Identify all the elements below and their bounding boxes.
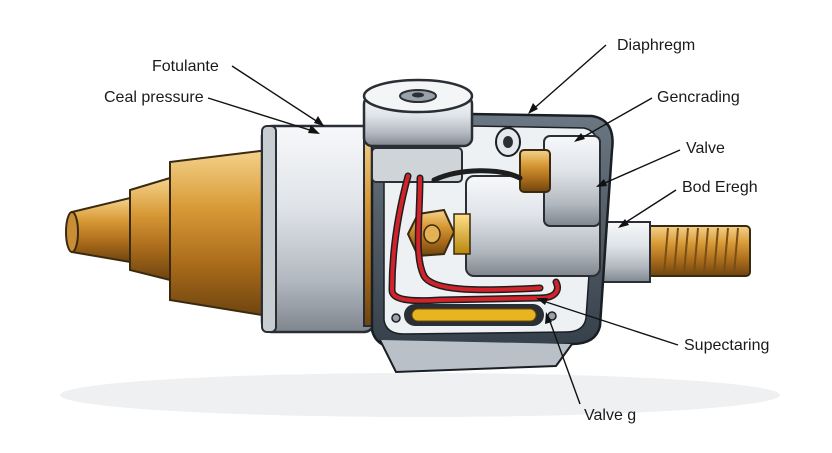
leader-fotulante	[231, 65, 325, 127]
label-ceal-pressure: Ceal pressure	[104, 89, 204, 106]
label-fotulante: Fotulante	[152, 58, 219, 75]
label-supectaring: Supectaring	[684, 337, 770, 354]
ground-shadow	[60, 373, 780, 417]
label-bod-eregh: Bod Eregh	[682, 179, 758, 196]
label-gencrading: Gencrading	[657, 89, 740, 106]
leader-gencrading	[577, 97, 653, 141]
leader-bod-eregh	[619, 189, 677, 227]
top-cap	[362, 78, 474, 183]
leader-valve	[597, 149, 681, 187]
wiring	[388, 168, 561, 305]
threaded-fitting	[599, 221, 751, 283]
leader-diaphregm	[529, 44, 607, 113]
leader-lines	[207, 44, 681, 405]
label-diaphregm: Diaphregm	[617, 37, 696, 54]
indicator-slot	[391, 304, 557, 326]
brass-nozzle	[65, 148, 269, 318]
leader-supectaring	[539, 299, 679, 346]
leader-valve-g	[547, 315, 581, 405]
label-valve-g: Valve g	[584, 407, 637, 424]
main-cylinder	[260, 124, 379, 334]
inner-spool	[465, 127, 601, 277]
label-valve: Valve	[686, 140, 725, 157]
leader-ceal-pressure	[207, 97, 317, 133]
